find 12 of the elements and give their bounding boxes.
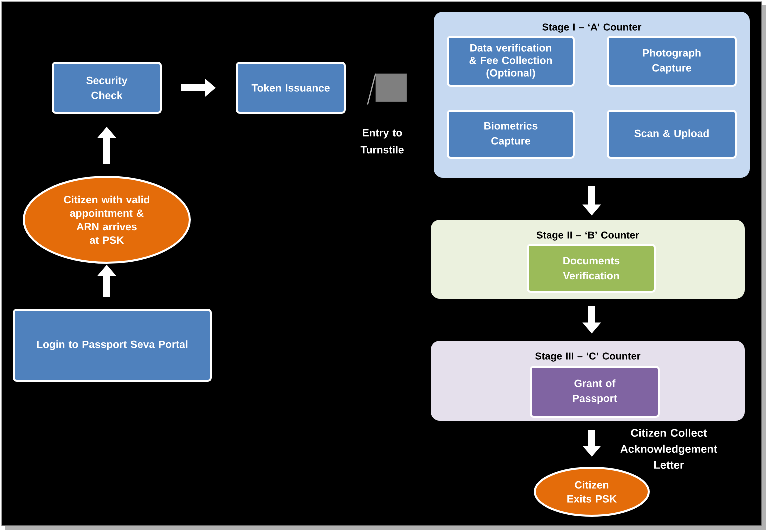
process-box: Scan & Upload	[607, 110, 737, 159]
process-box: Photograph Capture	[607, 36, 737, 87]
process-box: Login to Passport Seva Portal	[13, 309, 212, 382]
edge-label: Citizen Collect Acknowledgement Letter	[620, 428, 718, 470]
process-box: Token Issuance	[236, 62, 346, 114]
process-box: Biometrics Capture	[447, 110, 575, 159]
picture-caption: Entry to Turnstile	[360, 129, 404, 154]
process-box: Documents Verification	[527, 244, 656, 293]
process-box: Security Check	[52, 62, 162, 114]
process-box: Data verification & Fee Collection (Optional)	[447, 36, 575, 87]
process-box: Grant of Passport	[530, 366, 660, 418]
turnstile-box	[367, 74, 408, 105]
